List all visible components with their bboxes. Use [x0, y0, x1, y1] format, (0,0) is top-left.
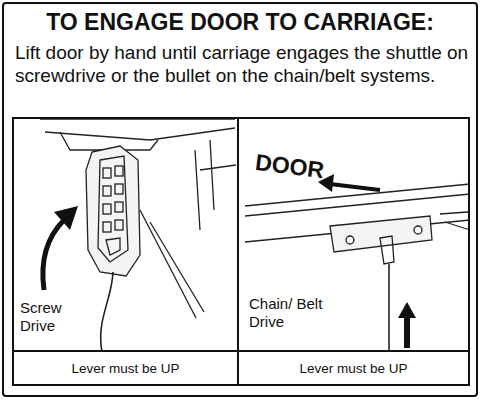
- hole: [115, 166, 123, 176]
- title: TO ENGAGE DOOR TO CARRIAGE:: [5, 9, 475, 37]
- lever: [380, 236, 394, 264]
- panel-box: DOOR Chain/ Belt DriveLever must be UP: [237, 117, 470, 386]
- release-cord: [388, 264, 390, 350]
- caption-cell: Lever must be UP: [14, 350, 237, 384]
- panel-box: Screw DriveLever must be UP: [12, 117, 239, 386]
- screw-drive-art: [40, 119, 236, 352]
- rail-detail: [440, 212, 470, 230]
- caption-cell: Lever must be UP: [239, 350, 468, 384]
- chain-drive-art: [245, 184, 470, 350]
- release-cord: [101, 272, 113, 352]
- trolley-pin: [414, 226, 422, 234]
- hole: [103, 204, 111, 214]
- instruction-text: Lift door by hand until carriage engages…: [15, 41, 470, 87]
- rail-line: [40, 119, 235, 140]
- hole: [103, 222, 111, 232]
- trolley-pin: [346, 236, 354, 244]
- hole: [103, 186, 111, 196]
- lever: [106, 238, 120, 255]
- arrow-head: [54, 206, 78, 230]
- drive-label: Screw Drive: [20, 299, 74, 335]
- door-arm: [140, 210, 196, 318]
- hole: [115, 220, 123, 230]
- carriage-body: [86, 146, 140, 276]
- drive-label: Chain/ Belt Drive: [249, 295, 327, 331]
- hole: [115, 202, 123, 212]
- up-arrow-shaft: [404, 316, 410, 348]
- door-arrow-shaft: [330, 184, 380, 190]
- curved-arrow: [43, 220, 64, 290]
- outer-frame: [3, 3, 477, 396]
- door-label: DOOR: [254, 149, 326, 185]
- hole: [115, 184, 123, 194]
- door-arm: [150, 222, 204, 312]
- bracket-line: [195, 140, 236, 230]
- housing-line: [60, 132, 158, 150]
- up-arrow-head: [398, 302, 416, 318]
- carriage-inner: [98, 156, 128, 262]
- hole: [103, 168, 111, 178]
